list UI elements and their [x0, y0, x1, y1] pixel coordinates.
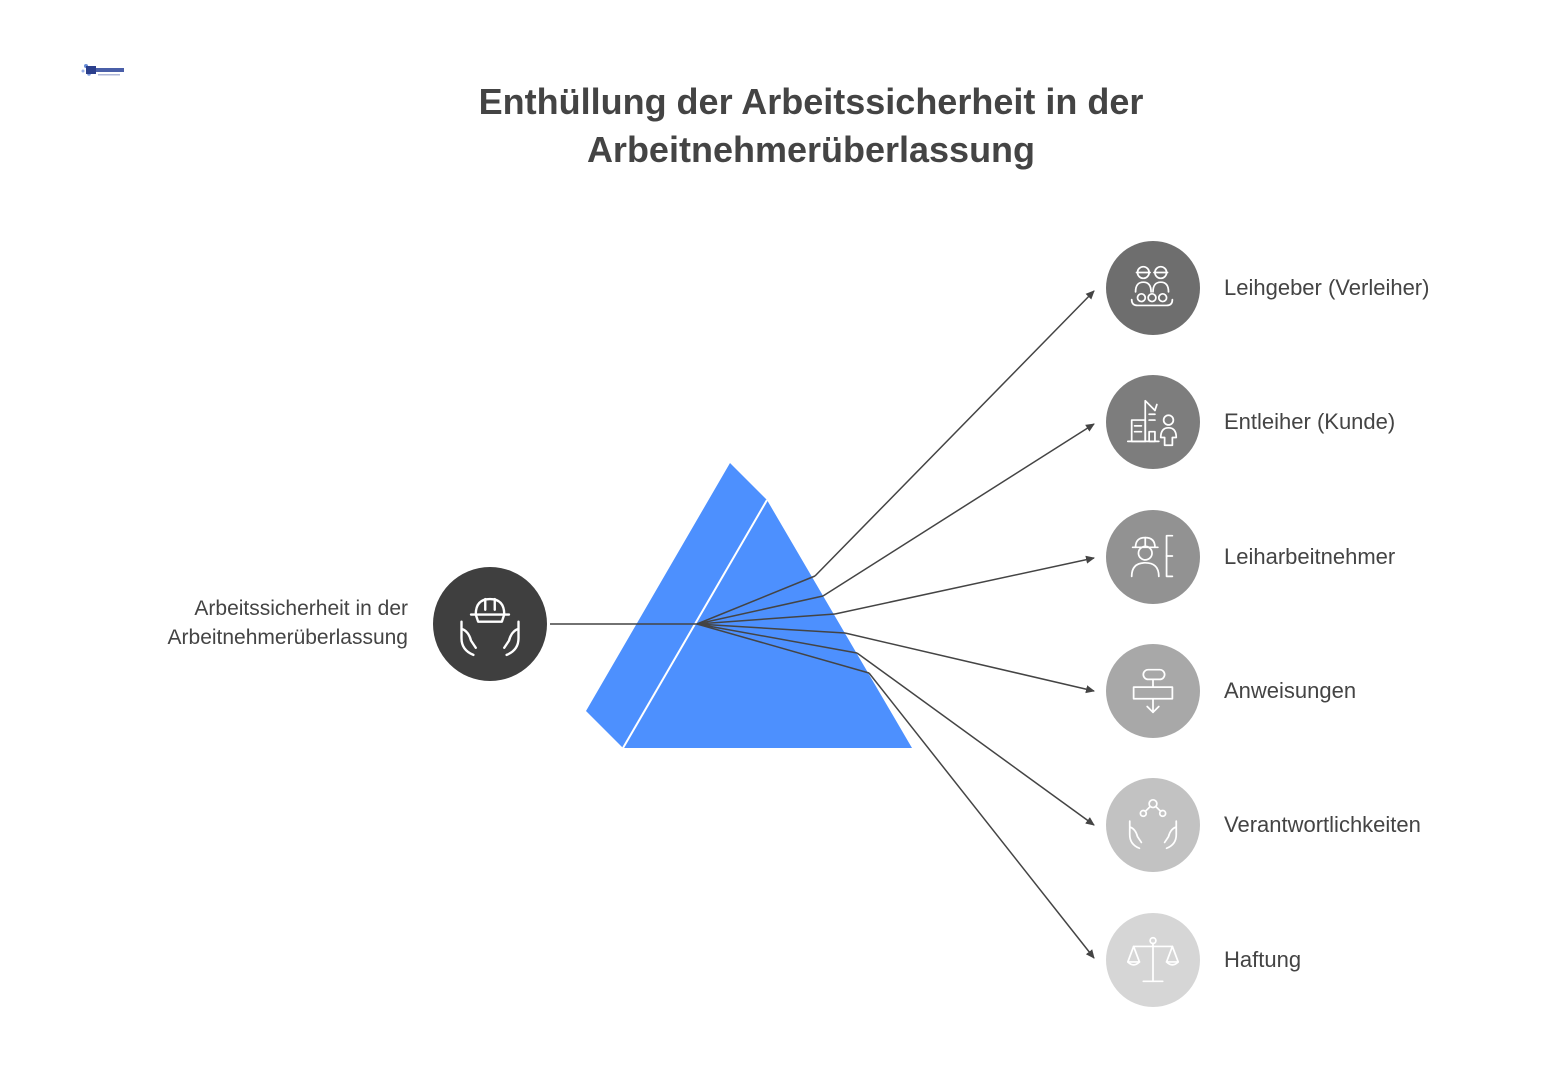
worker-helmet-icon: [1130, 534, 1174, 578]
output-node-2-bg: [1106, 375, 1200, 469]
prism-back-face: [586, 463, 767, 748]
hands-network-icon: [1128, 798, 1178, 850]
ray-1: [814, 290, 1095, 577]
title-line-1: Enthüllung der Arbeitssicherheit in der: [478, 81, 1144, 122]
dispersion-fan: [696, 575, 870, 674]
company-person-icon: [1126, 399, 1178, 447]
output-label-4: Anweisungen: [1224, 678, 1357, 703]
output-label-2: Entleiher (Kunde): [1224, 409, 1396, 434]
output-node-3-bg: [1106, 510, 1200, 604]
source-node: [433, 567, 547, 681]
page-title: Enthüllung der Arbeitssicherheit in der …: [0, 78, 1558, 174]
instruction-flow-icon: [1132, 668, 1174, 714]
hard-hat-hands-icon: [460, 597, 520, 657]
source-label-line-1: Arbeitssicherheit in der: [194, 597, 408, 620]
source-label: Arbeitssicherheit in der Arbeitnehmerübe…: [78, 594, 408, 652]
ray-4: [844, 632, 1095, 694]
output-node-5-bg: [1106, 778, 1200, 872]
output-node-3: [1106, 510, 1200, 604]
workers-icon: [1130, 265, 1174, 307]
output-node-1: [1106, 241, 1200, 335]
output-node-4-bg: [1106, 644, 1200, 738]
output-node-4: [1106, 644, 1200, 738]
output-node-6: [1106, 913, 1200, 1007]
ray-2: [822, 423, 1095, 597]
scale-icon: [1126, 936, 1180, 983]
output-label-6: Haftung: [1224, 947, 1302, 972]
ray-6: [868, 672, 1095, 959]
output-label-1: Leihgeber (Verleiher): [1224, 275, 1430, 300]
output-rays: [814, 290, 1095, 959]
output-node-2: [1106, 375, 1200, 469]
prism-front-face: [623, 500, 912, 748]
source-label-line-2: Arbeitnehmerüberlassung: [167, 626, 408, 649]
output-label-5: Verantwortlichkeiten: [1224, 812, 1421, 837]
ray-3: [834, 555, 1095, 615]
ray-5: [856, 652, 1095, 826]
logo: [80, 60, 126, 80]
output-node-5: [1106, 778, 1200, 872]
title-line-2: Arbeitnehmerüberlassung: [586, 129, 1036, 170]
output-label-3: Leiharbeitnehmer: [1224, 544, 1396, 569]
